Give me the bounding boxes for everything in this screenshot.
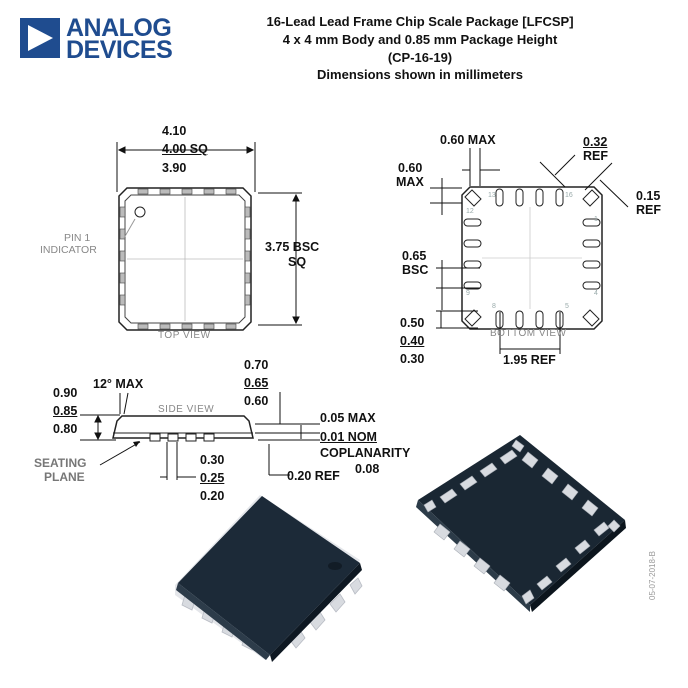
pin1-label-line1: PIN 1: [64, 232, 91, 244]
top-view-label: TOP VIEW: [158, 330, 211, 341]
side-lead-min: 0.20: [200, 489, 225, 503]
bottom-ref032-line2: REF: [583, 149, 608, 163]
side-coplan-label: COPLANARITY: [320, 446, 411, 460]
pin-number: 4: [594, 290, 598, 297]
bottom-pad-min: 0.30: [400, 352, 425, 366]
top-dim-min: 3.90: [162, 161, 187, 175]
side-angle: 12° MAX: [93, 377, 144, 391]
top-dim-nom: 4.00 SQ: [162, 142, 208, 156]
pin-number: 13: [488, 192, 496, 199]
top-dim-max: 4.10: [162, 124, 187, 138]
bottom-pad-nom: 0.40: [400, 334, 425, 348]
side-view-package: [112, 415, 254, 442]
side-height-min: 0.80: [53, 422, 78, 436]
side-ref020: 0.20 REF: [287, 469, 340, 483]
top-bsc-line1: 3.75 BSC: [265, 240, 320, 254]
bottom-ref195: 1.95 REF: [503, 353, 556, 367]
side-standoff-nom: 0.65: [244, 376, 269, 390]
pin-number: 8: [492, 303, 496, 310]
pin-number: 1: [594, 216, 598, 223]
side-lead-max: 0.30: [200, 453, 225, 467]
side-coplan-max: 0.05 MAX: [320, 411, 376, 425]
side-coplan-val: 0.08: [355, 462, 380, 476]
top-bsc-line2: SQ: [288, 255, 307, 269]
pin1-label-line2: INDICATOR: [40, 244, 97, 256]
pin-number: 16: [565, 192, 573, 199]
top-view-package: [118, 187, 252, 331]
side-height-nom: 0.85: [53, 404, 78, 418]
title-line1: 16-Lead Lead Frame Chip Scale Package [L…: [266, 14, 574, 29]
side-standoff-min: 0.60: [244, 394, 269, 408]
pin-number: 5: [565, 303, 569, 310]
chip-photo-bottom: [416, 435, 626, 612]
side-coplan-nom: 0.01 NOM: [320, 430, 377, 444]
bottom-bsc065-line1: 0.65: [402, 249, 427, 263]
bottom-max-side-line2: MAX: [396, 175, 424, 189]
doc-code: 05-07-2018-B: [648, 551, 657, 600]
chip-photo-top: [175, 495, 363, 662]
title-line4: Dimensions shown in millimeters: [317, 67, 523, 82]
bottom-max-side-line1: 0.60: [398, 161, 423, 175]
logo-line1: ANALOG: [66, 14, 172, 42]
title-line2: 4 x 4 mm Body and 0.85 mm Package Height: [282, 32, 558, 47]
bottom-max-060: 0.60 MAX: [440, 133, 496, 147]
pin-number: 9: [466, 290, 470, 297]
side-lead-nom: 0.25: [200, 471, 225, 485]
pin-number: 12: [466, 208, 474, 215]
bottom-ref015-line1: 0.15: [636, 189, 661, 203]
title-line3: (CP-16-19): [387, 50, 453, 65]
side-height-max: 0.90: [53, 386, 78, 400]
seating-plane-line1: SEATING: [34, 456, 87, 470]
bottom-ref032-line1: 0.32: [583, 135, 608, 149]
side-standoff-max: 0.70: [244, 358, 269, 372]
bottom-ref015-line2: REF: [636, 203, 661, 217]
bottom-view-label: BOTTOM VIEW: [490, 328, 567, 339]
logo-line2: DEVICES: [66, 36, 173, 64]
bottom-view-package: [461, 186, 603, 330]
analog-devices-logo-icon: [20, 18, 60, 58]
side-view-label: SIDE VIEW: [158, 404, 215, 415]
bottom-bsc065-line2: BSC: [402, 263, 429, 277]
bottom-pad-max: 0.50: [400, 316, 425, 330]
seating-plane-line2: PLANE: [44, 470, 85, 484]
